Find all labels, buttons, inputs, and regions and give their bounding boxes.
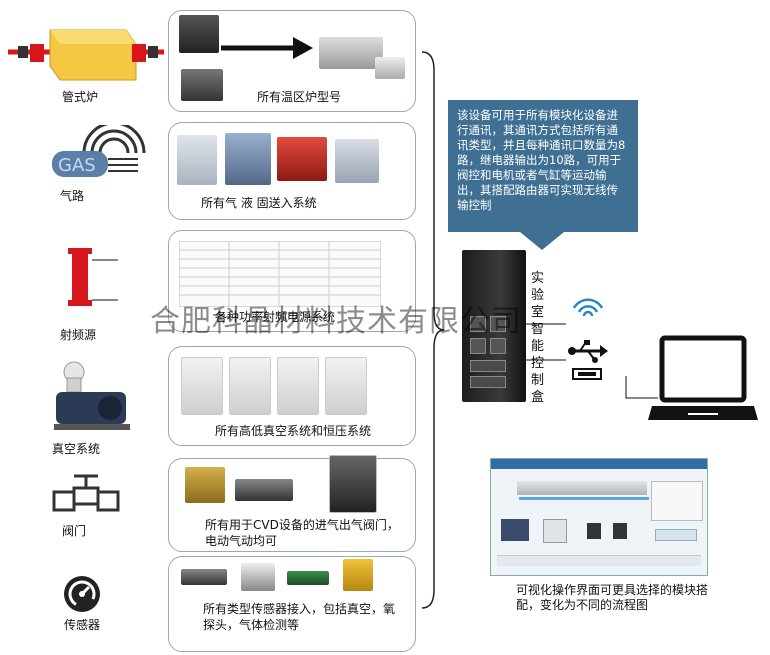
feed-system-photo [225,133,271,185]
laptop-icon [648,335,758,420]
panel-text: 所有用于CVD设备的进气出气阀门，电动气动均可 [205,518,399,548]
panel-rf-power: 各种功率射频电源系统 [168,230,416,332]
panel-feed-systems: 所有气 液 固送入系统 [168,122,416,220]
vacuum-system-photo [277,357,319,415]
hmi-pump [501,519,529,541]
valve-photo [185,467,225,503]
panel-text: 所有气 液 固送入系统 [201,196,317,210]
item-label-valve: 阀门 [62,524,87,538]
connection-lines [526,323,658,399]
feed-system-photo [335,139,379,183]
hmi-caption: 可视化操作界面可更具选择的模块搭配，变化为不同的流程图 [516,583,709,612]
vacuum-system-photo [229,357,271,415]
tube-furnace-icon [8,29,164,81]
sensor-photo [241,563,275,591]
panel-text: 所有温区炉型号 [257,90,342,104]
item-label-rf-source: 射频源 [60,328,97,342]
furnace-photo [181,69,223,101]
sensor-gauge-icon [64,576,100,612]
info-text: 该设备可用于所有模块化设备进行通讯，其通讯方式包括所有通讯类型，并且每种通讯口数… [457,108,626,212]
panel-furnaces: 所有温区炉型号 [168,10,416,112]
spec-table-image [179,241,381,307]
vacuum-system-photo [181,357,223,415]
usb-icon [568,340,608,363]
furnace-photo [179,15,219,53]
hmi-titlebar [491,459,707,469]
item-label-vacuum: 真空系统 [52,442,101,456]
feed-system-photo [177,135,217,185]
furnace-photo [319,37,383,69]
usb-port-icon [572,368,602,380]
valve-photo [235,479,293,501]
grouping-brace [421,51,445,609]
item-label-sensor: 传感器 [64,618,101,632]
gas-line-icon: GAS [52,125,146,177]
panel-sensors: 所有类型传感器接入，包括真空，氧探头，气体检测等 [168,556,416,652]
sensor-photo [343,559,373,591]
valve-photo [329,455,377,513]
rf-source-icon [68,248,118,306]
vacuum-system-photo [325,357,367,415]
info-callout: 该设备可用于所有模块化设备进行通讯，其通讯方式包括所有通讯类型，并且每种通讯口数… [448,100,638,232]
panel-valves: 所有用于CVD设备的进气出气阀门，电动气动均可 [168,455,416,552]
controller-photo [375,57,405,79]
panel-text: 所有类型传感器接入，包括真空，氧探头，气体检测等 [203,602,396,632]
sensor-photo [181,569,227,585]
feed-system-photo [277,137,327,181]
wifi-icon [572,298,604,317]
svg-text:GAS: GAS [58,155,96,176]
valve-icon [52,474,120,512]
controller-label: 实验室智能控制盒 [531,271,545,405]
item-label-tube-furnace: 管式炉 [62,90,99,104]
arrow-right-icon [221,37,313,59]
info-callout-pointer [520,232,564,250]
panel-vacuum-systems: 所有高低真空系统和恒压系统 [168,346,416,446]
sensor-photo [287,571,329,585]
panel-text: 所有高低真空系统和恒压系统 [215,424,372,438]
hmi-screenshot [490,458,708,576]
panel-text: 各种功率射频电源系统 [215,310,336,324]
vacuum-pump-icon [54,361,130,430]
item-label-gas: 气路 [60,189,85,203]
company-watermark: 合肥科晶材料技术有限公司 [150,304,522,339]
controller-box-image [462,250,526,402]
hmi-tube [517,481,647,495]
